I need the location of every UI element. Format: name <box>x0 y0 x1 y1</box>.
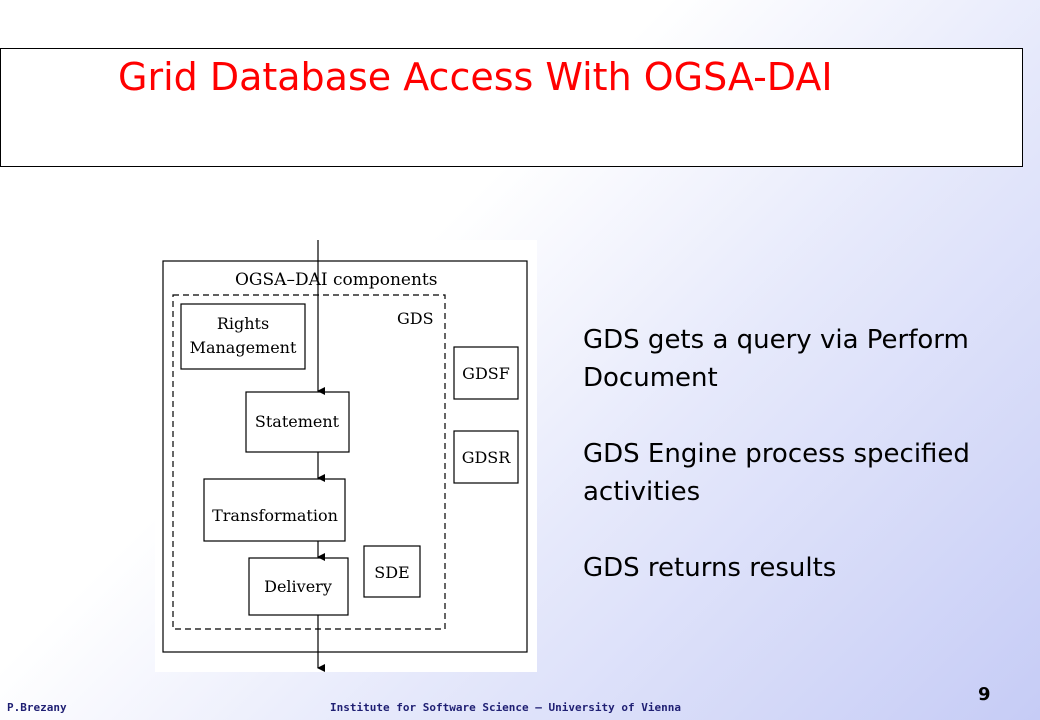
rights-management-box <box>180 303 306 370</box>
rights-label-line1: Rights <box>217 314 269 333</box>
gdsf-box <box>453 346 519 400</box>
gdsr-box <box>453 430 519 484</box>
bullet-item: GDS returns results <box>583 553 837 583</box>
bullet-item: GDS gets a query via Perform Document <box>583 325 969 393</box>
footer-author: P.Brezany <box>7 701 67 714</box>
footer-institute: Institute for Software Science – Univers… <box>330 701 681 714</box>
title-box: Grid Database Access With OGSA-DAI <box>0 48 1023 167</box>
sde-box <box>363 545 421 598</box>
outer-components-box <box>162 260 528 653</box>
slide-title: Grid Database Access With OGSA-DAI <box>118 55 833 99</box>
outer-components-label: OGSA–DAI components <box>235 270 437 290</box>
bullet-item: GDS Engine process specified activities <box>583 439 970 507</box>
bullet-list: GDS gets a query via Perform Document GD… <box>583 321 1003 625</box>
transformation-box <box>203 478 346 542</box>
page-number: 9 <box>978 684 991 705</box>
delivery-label: Delivery <box>264 577 332 596</box>
statement-box <box>245 391 350 453</box>
gdsr-label: GDSR <box>462 448 512 467</box>
transformation-label: Transformation <box>212 506 338 525</box>
gds-label: GDS <box>397 309 434 328</box>
statement-label: Statement <box>255 412 340 431</box>
gdsf-label: GDSF <box>462 364 510 383</box>
sde-label: SDE <box>374 563 409 582</box>
rights-label-line2: Management <box>190 338 297 357</box>
delivery-box <box>248 557 349 616</box>
gds-dashed-box <box>172 294 446 630</box>
diagram-svg: OGSA–DAI components GDS Rights Managemen… <box>155 240 537 672</box>
ogsa-dai-diagram: OGSA–DAI components GDS Rights Managemen… <box>155 240 537 672</box>
